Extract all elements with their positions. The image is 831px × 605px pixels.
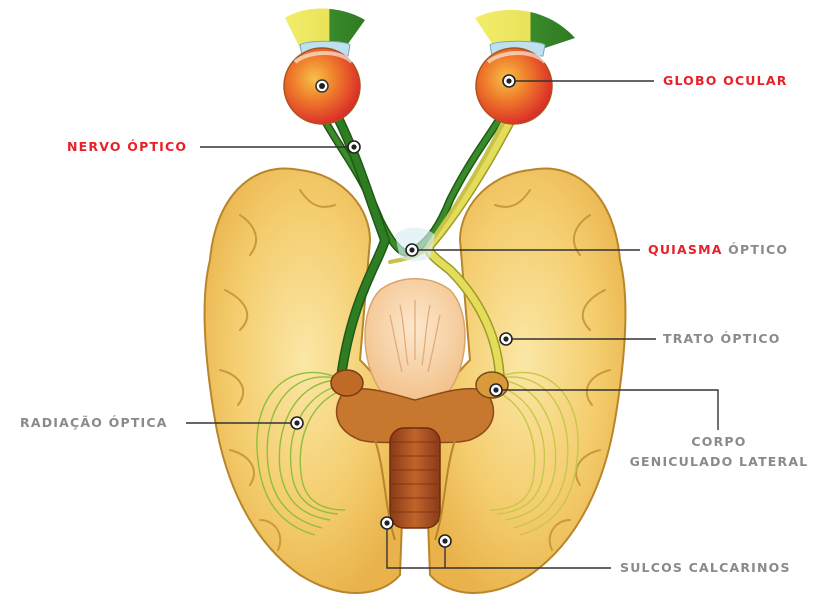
marker-trato-optico bbox=[500, 333, 512, 345]
label-corpo-line1: CORPO bbox=[622, 434, 816, 449]
left-eye bbox=[284, 8, 365, 124]
lgn-left bbox=[331, 370, 363, 396]
right-eye bbox=[475, 10, 575, 124]
marker-globo-ocular bbox=[503, 75, 515, 87]
label-quiasma: QUIASMA bbox=[648, 242, 723, 257]
label-globo-ocular: GLOBO OCULAR bbox=[663, 73, 788, 88]
brainstem bbox=[390, 428, 440, 528]
marker-radiacao bbox=[291, 417, 303, 429]
marker-sulcos-right bbox=[439, 535, 451, 547]
label-nervo-optico: NERVO ÓPTICO bbox=[67, 139, 187, 154]
label-optico-suffix: ÓPTICO bbox=[723, 242, 789, 257]
label-corpo-line2: GENICULADO LATERAL bbox=[622, 454, 816, 469]
marker-quiasma bbox=[406, 244, 418, 256]
label-sulcos-calcarinos: SULCOS CALCARINOS bbox=[620, 560, 791, 575]
label-radiacao-optica: RADIAÇÃO ÓPTICA bbox=[20, 415, 168, 430]
label-quiasma-optico: QUIASMA ÓPTICO bbox=[648, 242, 788, 257]
label-trato-optico: TRATO ÓPTICO bbox=[663, 331, 781, 346]
marker-sulcos-left bbox=[381, 517, 393, 529]
marker-nervo-optico bbox=[348, 141, 360, 153]
label-corpo-geniculado: CORPO GENICULADO LATERAL bbox=[622, 434, 816, 469]
marker-corpo bbox=[490, 384, 502, 396]
